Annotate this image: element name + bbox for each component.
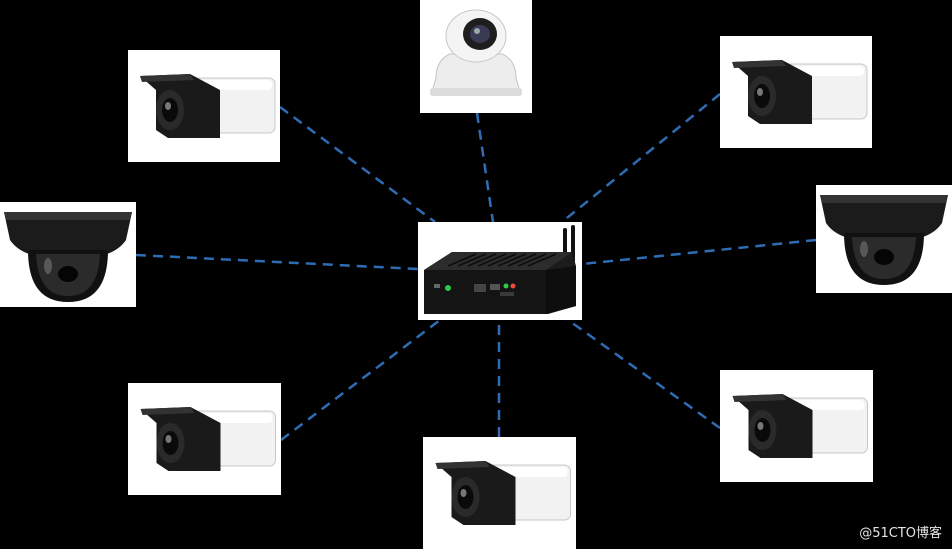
camera-node-bottom: [423, 437, 576, 549]
turret-camera-icon: [430, 9, 522, 96]
camera-node-top-left: [128, 50, 280, 162]
camera-node-left: [0, 202, 136, 307]
camera-node-top: [420, 0, 532, 113]
dome-camera-icon: [4, 212, 132, 302]
camera-node-bottom-right: [720, 370, 873, 482]
link-top: [475, 112, 495, 223]
camera-node-bottom-left: [128, 383, 281, 495]
link-bottom-left: [280, 319, 441, 441]
link-right: [581, 238, 817, 266]
mini-pc-icon: [424, 225, 576, 314]
bullet-camera-icon: [732, 60, 868, 124]
bullet-camera-icon: [140, 407, 276, 471]
link-top-right: [561, 93, 721, 223]
dome-camera-icon: [820, 195, 948, 285]
link-bottom-right: [567, 318, 721, 430]
link-top-left: [279, 105, 436, 224]
link-left: [135, 253, 419, 271]
bullet-camera-icon: [435, 461, 571, 525]
bullet-camera-icon: [140, 74, 276, 138]
camera-node-top-right: [720, 36, 872, 148]
camera-node-right: [816, 185, 952, 293]
watermark: @51CTO博客: [859, 526, 942, 541]
bullet-camera-icon: [732, 394, 868, 458]
hub-mini-pc: [418, 222, 582, 320]
